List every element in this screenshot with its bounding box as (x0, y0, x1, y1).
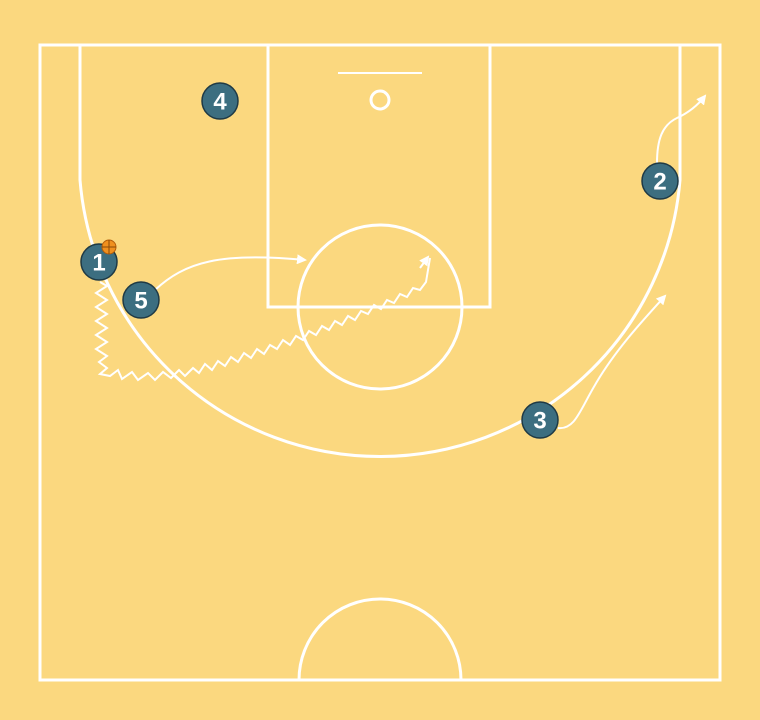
basketball-icon (101, 239, 117, 255)
player-5-marker (122, 281, 160, 319)
player-3[interactable]: 3 (521, 401, 559, 439)
cut-path-player-5 (154, 254, 307, 291)
player-5-label: 5 (134, 288, 147, 315)
cut-path-player-3 (557, 294, 667, 430)
player-4-label: 4 (213, 89, 227, 116)
player-2-label: 2 (653, 169, 666, 196)
player-3-label: 3 (533, 408, 546, 435)
player-1-label: 1 (92, 250, 105, 277)
player-2[interactable]: 2 (641, 162, 679, 200)
free-throw-circle (296, 223, 464, 391)
player-4-marker (201, 82, 239, 120)
center-circle-arc (297, 597, 463, 681)
cut-path-player-2 (656, 94, 707, 164)
rim (369, 89, 391, 111)
player-4[interactable]: 4 (201, 82, 239, 120)
player-1[interactable]: 1 (80, 239, 118, 281)
play-movements (94, 94, 707, 430)
dribble-arrow-icon (419, 255, 430, 269)
player-2-marker (641, 162, 679, 200)
player-5[interactable]: 5 (122, 281, 160, 319)
three-point-line (78, 45, 682, 458)
players: 1 2 3 4 5 (80, 82, 679, 439)
player-3-marker (521, 401, 559, 439)
dribble-path-player-1 (94, 257, 431, 382)
